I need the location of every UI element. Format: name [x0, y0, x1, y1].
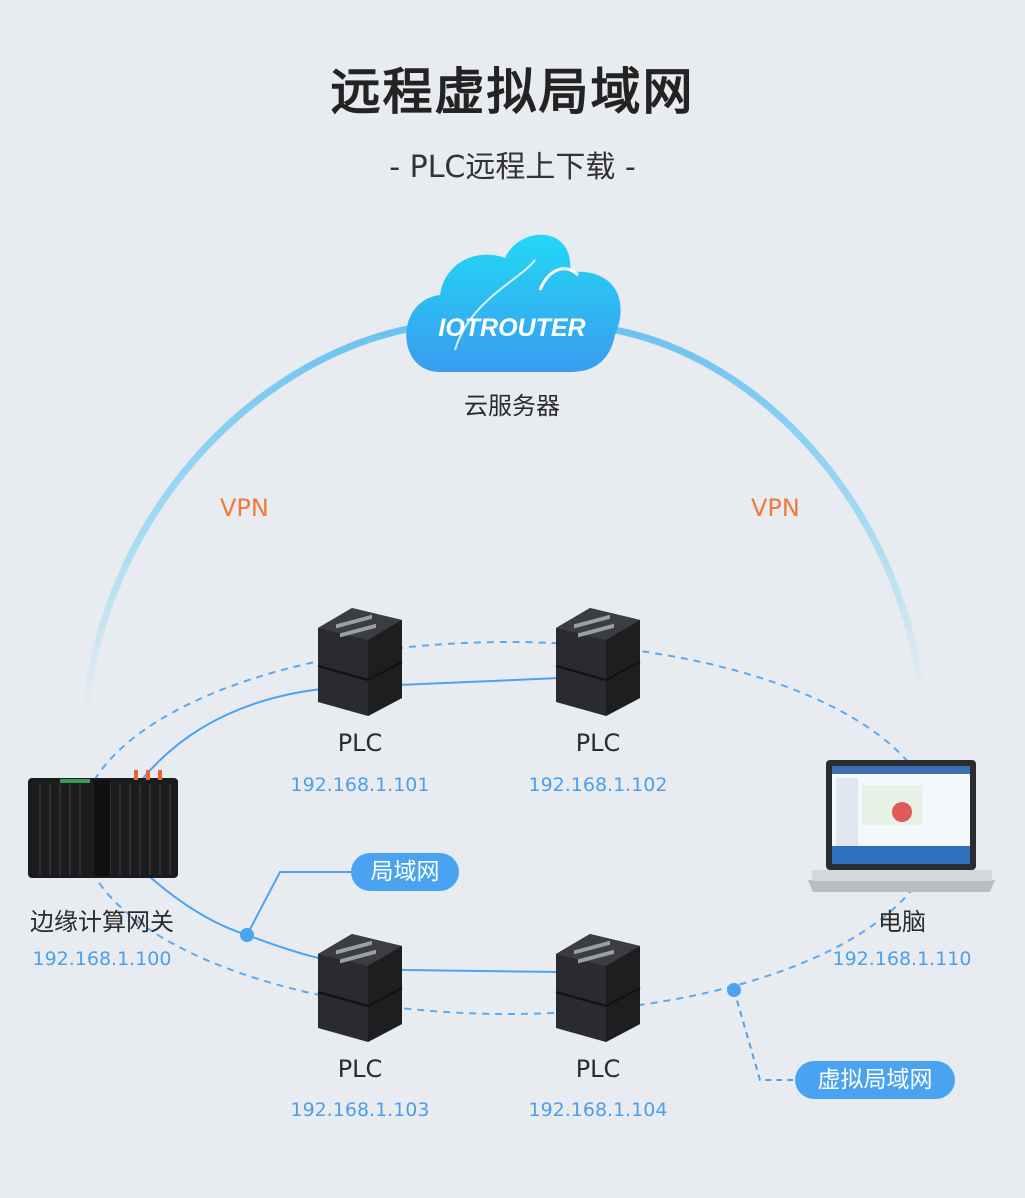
plc-3-ip: 192.168.1.103	[290, 1099, 430, 1121]
plc-2-ip: 192.168.1.102	[528, 774, 668, 796]
gateway-ip: 192.168.1.100	[32, 948, 172, 970]
vpn-link-left	[81, 324, 413, 721]
plc-1-ip: 192.168.1.101	[290, 774, 430, 796]
computer-label: 电脑	[878, 908, 926, 936]
laptop-icon	[808, 760, 995, 892]
vpn-label-right: VPN	[751, 494, 800, 522]
plc-1-label: PLC	[337, 729, 383, 757]
plc-icon-1	[317, 607, 403, 717]
plc-3-label: PLC	[337, 1055, 383, 1083]
plc-4-ip: 192.168.1.104	[528, 1099, 668, 1121]
page-title: 远程虚拟局域网	[330, 63, 695, 121]
edge-gateway-icon	[28, 770, 178, 878]
plc-icon-4	[555, 933, 641, 1043]
vlan-badge-connector	[733, 989, 797, 1081]
plc-icon-2	[555, 607, 641, 717]
cloud-server-label: 云服务器	[464, 392, 560, 420]
lan-node	[240, 928, 254, 942]
vpn-link-right	[614, 326, 926, 701]
virtual-lan-badge: 虚拟局域网	[795, 1061, 955, 1099]
cloud-server-icon: IOTROUTER	[406, 234, 621, 372]
computer-ip: 192.168.1.110	[832, 948, 972, 970]
lan-badge-connector	[246, 871, 352, 936]
lan-link-top	[139, 677, 561, 783]
gateway-label: 边缘计算网关	[30, 908, 174, 936]
page-subtitle: - PLC远程上下载 -	[389, 150, 636, 185]
plc-4-label: PLC	[575, 1055, 621, 1083]
vpn-label-left: VPN	[220, 494, 269, 522]
vlan-node	[727, 983, 741, 997]
lan-badge: 局域网	[351, 853, 459, 891]
cloud-logo-text: IOTROUTER	[438, 314, 585, 342]
plc-icon-3	[317, 933, 403, 1043]
plc-2-label: PLC	[575, 729, 621, 757]
